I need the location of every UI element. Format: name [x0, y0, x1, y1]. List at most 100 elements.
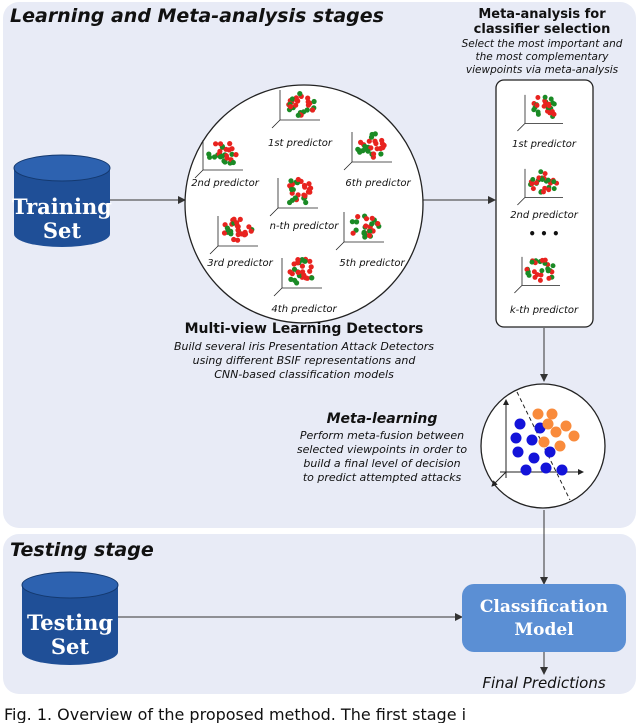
scatter-point: [367, 228, 373, 234]
scatter-point: [241, 232, 248, 238]
scatter-point: [551, 186, 557, 192]
scatter-point: [380, 145, 386, 151]
predictor-label-6: 5th predictor: [339, 258, 405, 269]
blue-point: [520, 464, 532, 476]
scatter-point: [365, 148, 371, 154]
scatter-point: [297, 91, 303, 97]
scatter-point: [538, 272, 544, 278]
scatter-point: [534, 180, 539, 186]
scatter-point: [355, 214, 361, 220]
scatter-point: [235, 227, 241, 233]
blue-point: [556, 464, 568, 476]
scatter-point: [541, 103, 547, 109]
scatter-point: [538, 169, 544, 175]
classification-label-1: Classification: [480, 597, 608, 617]
orange-point: [546, 408, 558, 420]
scatter-point: [539, 257, 545, 263]
scatter-point: [375, 221, 381, 227]
scatter-point: [545, 108, 550, 114]
scatter-point: [373, 140, 379, 147]
learning-stage-title: Learning and Meta-analysis stages: [10, 5, 384, 27]
blue-point: [544, 446, 556, 458]
scatter-point: [529, 259, 535, 265]
scatter-point: [295, 269, 301, 275]
orange-point: [538, 436, 550, 448]
scatter-point: [229, 146, 235, 152]
scatter-point: [305, 102, 311, 108]
predictor-label-2: 2nd predictor: [191, 178, 260, 189]
scatter-point: [369, 221, 375, 227]
meta-analysis-desc-3: viewpoints via meta-analysis: [466, 64, 619, 76]
scatter-point: [299, 263, 305, 269]
scatter-point: [233, 152, 239, 158]
scatter-point: [307, 258, 313, 264]
meta-analysis-desc-1: Select the most important and: [462, 38, 623, 50]
classification-model-box: Classification Model: [462, 584, 626, 652]
training-set-cylinder: Training Set: [12, 154, 112, 247]
scatter-point: [549, 269, 555, 275]
meta-learning-desc-2: selected viewpoints in order to: [297, 443, 467, 456]
scatter-point: [307, 189, 313, 195]
blue-point: [540, 462, 552, 474]
scatter-point: [378, 151, 384, 157]
scatter-point: [379, 137, 385, 144]
scatter-point: [288, 276, 294, 282]
selected-ellipsis: • • •: [528, 227, 559, 241]
scatter-point: [541, 189, 546, 195]
scatter-point: [227, 141, 233, 147]
meta-analysis-title-1: Meta-analysis for: [478, 7, 606, 22]
scatter-point: [539, 177, 545, 182]
scatter-point: [299, 257, 305, 263]
scatter-point: [223, 153, 229, 159]
scatter-point: [363, 216, 370, 222]
scatter-point: [231, 216, 237, 222]
meta-learning-desc-1: Perform meta-fusion between: [300, 429, 464, 442]
meta-learning-desc-4: to predict attempted attacks: [303, 471, 462, 484]
scatter-point: [302, 184, 308, 190]
scatter-point: [545, 266, 551, 272]
scatter-point: [357, 149, 363, 155]
selected-label-2: 2nd predictor: [510, 210, 579, 221]
scatter-point: [217, 148, 223, 154]
blue-point: [526, 434, 538, 446]
scatter-point: [248, 228, 254, 234]
orange-point: [568, 430, 580, 442]
scatter-point: [225, 227, 231, 233]
scatter-point: [535, 95, 541, 100]
scatter-point: [231, 236, 237, 243]
scatter-point: [535, 111, 541, 117]
final-predictions-label: Final Predictions: [482, 674, 606, 692]
testing-set-label-2: Set: [51, 634, 90, 659]
scatter-point: [374, 146, 380, 152]
multiview-desc-1: Build several iris Presentation Attack D…: [174, 340, 434, 353]
scatter-point: [235, 237, 241, 243]
predictor-label-7: 4th predictor: [271, 304, 337, 315]
scatter-point: [293, 102, 299, 108]
scatter-point: [295, 176, 301, 183]
scatter-point: [354, 219, 360, 225]
scatter-point: [361, 230, 367, 236]
scatter-point: [350, 230, 356, 236]
scatter-point: [308, 264, 314, 270]
orange-point: [554, 440, 566, 452]
scatter-point: [371, 151, 377, 157]
scatter-point: [542, 171, 548, 177]
figure-caption: Fig. 1. Overview of the proposed method.…: [4, 705, 466, 723]
scatter-point: [530, 186, 536, 192]
scatter-point: [551, 101, 557, 107]
training-set-label-2: Set: [43, 218, 82, 243]
testing-stage-panel: [3, 534, 636, 694]
scatter-point: [546, 103, 552, 109]
blue-point: [512, 446, 524, 458]
predictor-plot-7: [273, 256, 322, 297]
multiview-desc-2: using different BSIF representations and: [193, 354, 417, 367]
scatter-point: [524, 267, 530, 272]
scatter-point: [537, 277, 543, 283]
testing-set-cylinder: Testing Set: [21, 571, 119, 665]
predictor-plot-5: [209, 216, 258, 255]
scatter-point: [531, 269, 537, 275]
scatter-point: [223, 146, 229, 152]
predictor-label-3: 6th predictor: [345, 178, 411, 189]
scatter-point: [305, 95, 311, 101]
